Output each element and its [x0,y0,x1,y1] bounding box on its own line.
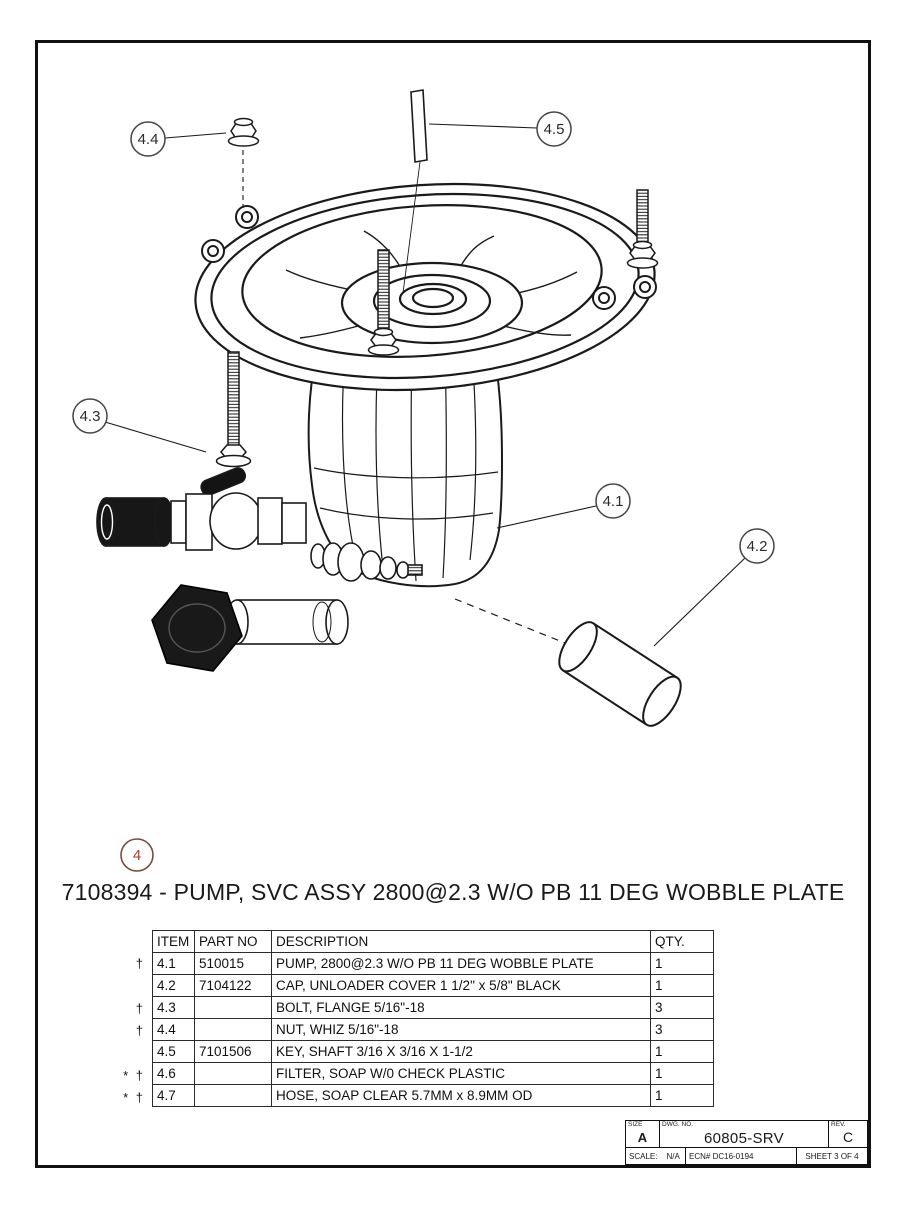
cell-description: KEY, SHAFT 3/16 X 3/16 X 1-1/2 [271,1040,651,1063]
cell-description: FILTER, SOAP W/0 CHECK PLASTIC [271,1062,651,1085]
unloader-cap [558,621,682,727]
drawing-title: 7108394 - PUMP, SVC ASSY 2800@2.3 W/O PB… [61,879,845,905]
group-balloon-circle [120,838,154,872]
row-marks: † [135,1023,145,1039]
row-marks [100,975,148,997]
row-marks: † [135,1000,145,1016]
table-row: 4.5 7101506 KEY, SHAFT 3/16 X 3/16 X 1-1… [152,1040,714,1063]
parts-table: ITEM PART NO DESCRIPTION QTY. 4.1 510015… [152,930,714,1107]
shaft-key [402,89,428,294]
dwg-no-label: DWG. NO. [662,1121,694,1128]
row-marks [100,1043,148,1065]
cell-partno: 7101506 [194,1040,272,1063]
cell-qty: 1 [650,1084,714,1107]
title-block-top-row: SIZE A DWG. NO. 60805-SRV REV. C [626,1121,867,1148]
balloon-label: 4.2 [747,538,768,555]
cell-qty: 1 [650,952,714,975]
size-label: SIZE [628,1121,643,1128]
cell-item: 4.7 [152,1084,195,1107]
whiz-nut [227,117,260,208]
balloon-4-4: 4.4 [130,121,166,157]
cell-qty: 3 [650,996,714,1019]
ecn-cell: ECN# DC16-0194 [686,1148,797,1164]
stud-center [367,249,400,356]
dwg-no-value: 60805-SRV [704,1129,784,1147]
group-balloon: 4 [120,838,154,872]
table-row: 4.2 7104122 CAP, UNLOADER COVER 1 1/2" x… [152,974,714,997]
cell-item: 4.6 [152,1062,195,1085]
col-header-qty: QTY. [650,930,714,953]
table-header-row: ITEM PART NO DESCRIPTION QTY. [152,930,714,953]
cell-item: 4.1 [152,952,195,975]
cell-description: BOLT, FLANGE 5/16"-18 [271,996,651,1019]
scale-label: SCALE: [629,1151,658,1161]
balloon-label: 4.3 [80,408,101,425]
table-row: 4.1 510015 PUMP, 2800@2.3 W/O PB 11 DEG … [152,952,714,975]
leader-lines [104,123,747,647]
cell-description: CAP, UNLOADER COVER 1 1/2" x 5/8" BLACK [271,974,651,997]
sheet-cell: SHEET 3 OF 4 [797,1148,867,1164]
stud-right [626,189,659,269]
cell-qty: 1 [650,1040,714,1063]
col-header-partno: PART NO [194,930,272,953]
group-balloon-label: 4 [133,847,141,864]
table-row: 4.3 BOLT, FLANGE 5/16"-18 3 [152,996,714,1019]
hose-barb-opening [100,504,114,540]
valve-knob [151,584,243,672]
table-row: 4.7 HOSE, SOAP CLEAR 5.7MM x 8.9MM OD 1 [152,1084,714,1107]
balloon-4-2: 4.2 [739,528,775,564]
cell-item: 4.4 [152,1018,195,1041]
scale-cell: SCALE: N/A [626,1148,686,1164]
row-marks: † [135,956,145,971]
title-block-bottom-row: SCALE: N/A ECN# DC16-0194 SHEET 3 OF 4 [626,1148,867,1164]
cell-description: NUT, WHIZ 5/16"-18 [271,1018,651,1041]
title-block: SIZE A DWG. NO. 60805-SRV REV. C SCALE: … [625,1120,868,1165]
table-row: 4.6 FILTER, SOAP W/0 CHECK PLASTIC 1 [152,1062,714,1085]
rev-label: REV. [831,1121,846,1128]
cell-partno: 7104122 [194,974,272,997]
col-header-item: ITEM [152,930,195,953]
row-marks: * † [123,1067,145,1083]
cell-partno [194,1018,272,1041]
size-value: A [637,1129,648,1145]
flange-bolt [215,351,252,468]
callout-balloons: 4.4 4.5 4.3 4.1 4.2 4 [72,111,775,872]
balloon-label: 4.1 [603,493,624,510]
cell-item: 4.2 [152,974,195,997]
cell-item: 4.5 [152,1040,195,1063]
cell-description: HOSE, SOAP CLEAR 5.7MM x 8.9MM OD [271,1084,651,1107]
balloon-4-1: 4.1 [595,483,631,519]
col-header-description: DESCRIPTION [271,930,651,953]
table-row: 4.4 NUT, WHIZ 5/16"-18 3 [152,1018,714,1041]
ecn-value: ECN# DC16-0194 [689,1151,754,1161]
cell-description: PUMP, 2800@2.3 W/O PB 11 DEG WOBBLE PLAT… [271,952,651,975]
cell-partno: 510015 [194,952,272,975]
unloader-valve-assembly [96,467,423,672]
rev-cell: REV. C [829,1121,867,1147]
cell-qty: 1 [650,974,714,997]
parts-table-marks: † † † * † * † [100,953,148,1110]
cell-qty: 1 [650,1062,714,1085]
dwg-no-cell: DWG. NO. 60805-SRV [660,1121,829,1147]
scale-value: N/A [666,1151,680,1161]
balloon-4-3: 4.3 [72,398,108,434]
balloon-label: 4.4 [138,131,159,148]
bell-housing [194,182,656,392]
balloon-label: 4.5 [544,121,565,138]
cell-item: 4.3 [152,996,195,1019]
cell-partno [194,996,272,1019]
assembly-axis-dashed [454,598,581,650]
rev-value: C [842,1128,854,1145]
flange-ears [201,205,657,310]
sheet-value: SHEET 3 OF 4 [805,1151,859,1161]
balloon-4-5: 4.5 [536,111,572,147]
cell-qty: 3 [650,1018,714,1041]
cell-partno [194,1084,272,1107]
sheet-border [35,40,871,1168]
size-cell: SIZE A [626,1121,660,1147]
row-marks: * † [123,1090,145,1106]
cell-partno [194,1062,272,1085]
